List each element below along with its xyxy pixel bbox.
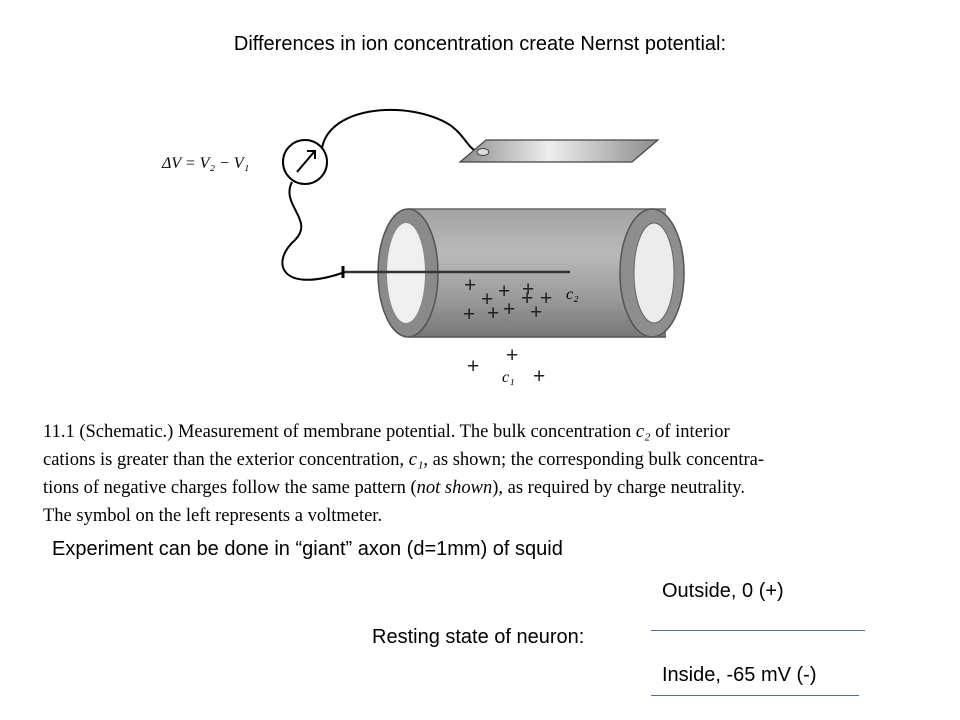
voltmeter-icon xyxy=(282,139,328,185)
svg-text:+: + xyxy=(463,303,475,326)
membrane-potential-diagram: ΔV = V₂ − V₁ + + + + + + + + + + xyxy=(161,109,685,388)
voltmeter-label: ΔV = V₂ − V₁ xyxy=(161,155,249,172)
exterior-cations: + + + xyxy=(467,344,545,388)
inside-underline xyxy=(651,695,859,696)
figure-caption: 11.1 (Schematic.) Measurement of membran… xyxy=(43,418,905,530)
exterior-concentration-label: c₁ xyxy=(502,369,515,386)
resting-state-label: Resting state of neuron: xyxy=(372,626,585,648)
membrane-divider-line xyxy=(651,630,865,631)
external-electrode-plate xyxy=(458,139,660,163)
svg-text:+: + xyxy=(506,344,518,367)
caption-line-4: The symbol on the left represents a volt… xyxy=(43,506,383,526)
experiment-note: Experiment can be done in “giant” axon (… xyxy=(52,538,563,560)
caption-line-2: cations is greater than the exterior con… xyxy=(43,450,765,470)
svg-text:+: + xyxy=(533,365,545,388)
interior-cations: + + + + + + + + + + xyxy=(463,274,552,326)
svg-text:+: + xyxy=(521,287,533,310)
wire-to-electrode xyxy=(281,181,346,281)
svg-text:+: + xyxy=(540,287,552,310)
outside-potential-label: Outside, 0 (+) xyxy=(662,580,784,602)
svg-text:+: + xyxy=(481,288,493,311)
svg-text:+: + xyxy=(467,355,479,378)
svg-text:+: + xyxy=(487,302,499,325)
svg-text:+: + xyxy=(522,278,534,301)
caption-line-3: tions of negative charges follow the sam… xyxy=(43,478,745,498)
wire-to-plate xyxy=(321,109,483,153)
svg-text:+: + xyxy=(464,274,476,297)
slide-title: Differences in ion concentration create … xyxy=(233,33,727,55)
svg-text:+: + xyxy=(498,280,510,303)
internal-electrode xyxy=(341,266,570,278)
interior-concentration-label: c₂ xyxy=(566,286,579,303)
caption-line-1: 11.1 (Schematic.) Measurement of membran… xyxy=(43,422,730,442)
inside-potential-label: Inside, -65 mV (-) xyxy=(662,664,817,686)
svg-text:+: + xyxy=(503,298,515,321)
svg-text:+: + xyxy=(530,301,542,324)
